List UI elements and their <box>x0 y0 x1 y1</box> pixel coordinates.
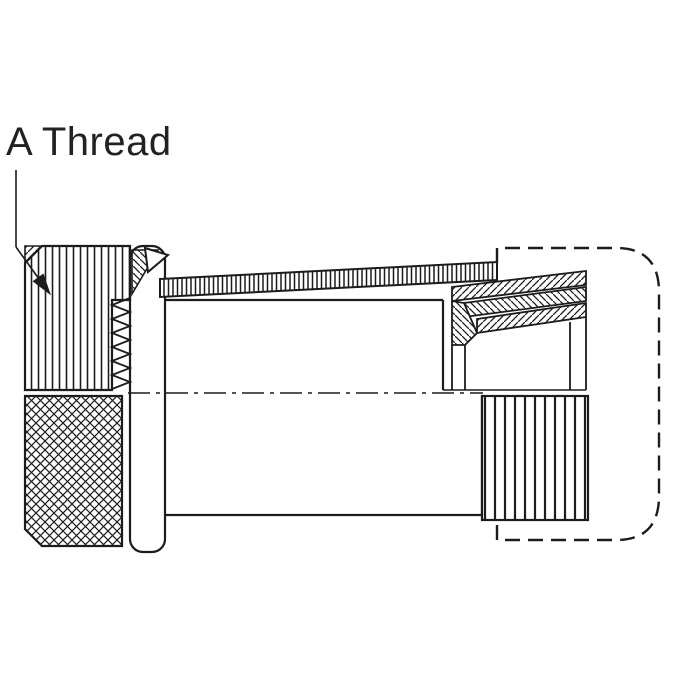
rear-clamp-section <box>443 269 587 391</box>
arrowhead-icon <box>32 273 52 296</box>
knurl-grip-section <box>23 394 124 548</box>
phantom-backshell-outline <box>495 246 661 542</box>
a-thread-callout-label: A Thread <box>6 120 172 164</box>
serration-band <box>159 260 498 299</box>
shell-body <box>165 298 484 517</box>
shell-front-hatch <box>131 246 171 297</box>
coupling-nut-thread-section <box>23 244 132 392</box>
leader-arrow <box>15 170 52 296</box>
keyway-notch <box>143 246 171 274</box>
shell-flange <box>128 244 167 554</box>
rear-accessory-threads <box>480 394 590 522</box>
thread-profile-zigzag <box>109 297 133 390</box>
thread-chamfer-hatch <box>24 245 44 265</box>
